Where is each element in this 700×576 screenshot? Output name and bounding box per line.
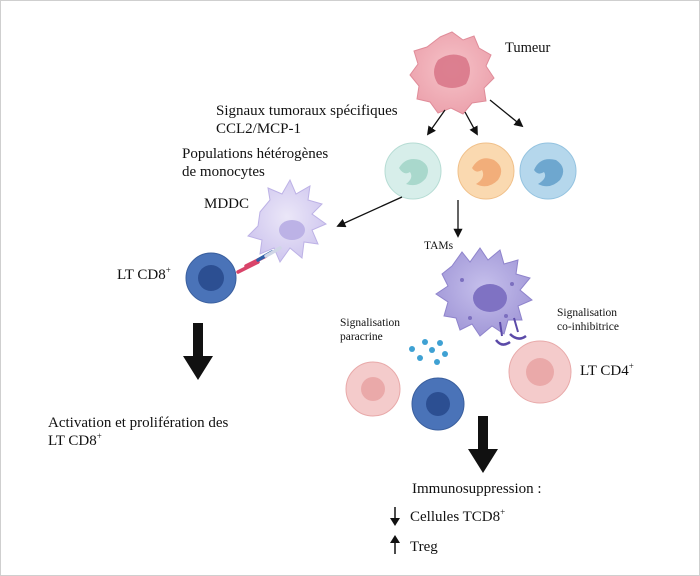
tumor-cell: [409, 31, 495, 115]
up-arrow-icon: [390, 535, 400, 554]
label-paracrine-line2: paracrine: [340, 331, 383, 343]
pink-t-cell: [345, 361, 401, 417]
label-signaux-line2: CCL2/MCP-1: [216, 121, 302, 137]
coinhibitory-receptors: [495, 317, 527, 346]
monocyte-green: [384, 142, 442, 200]
label-treg: Treg: [410, 539, 438, 555]
arrow-tumor-to-monocyte-3: [489, 99, 524, 128]
arrow-tumor-to-monocyte-1: [426, 109, 446, 136]
label-immunosuppression: Immunosuppression :: [412, 481, 542, 497]
tam-cell: [435, 247, 533, 337]
monocyte-blue: [519, 142, 577, 200]
label-populations-line1: Populations hétérogènes: [182, 146, 329, 162]
label-signaux-line1: Signaux tumoraux spécifiques: [216, 103, 398, 119]
blue-t-cell: [411, 377, 465, 431]
monocyte-orange: [457, 142, 515, 200]
arrow-tumor-to-monocyte-2: [464, 111, 478, 136]
lt-cd4-cell: [508, 340, 572, 404]
big-arrow-right: [468, 416, 498, 473]
mddc-cell: [247, 178, 328, 264]
tcr-mhc-link: [236, 246, 282, 274]
label-tams: TAMs: [424, 240, 454, 252]
big-arrow-left: [183, 323, 213, 380]
label-lt-cd8: LT CD8+: [117, 265, 171, 284]
label-activation-line1: Activation et prolifération des: [48, 415, 229, 431]
label-coinhib-line2: co-inhibitrice: [557, 321, 619, 333]
paracrine-dots: [409, 339, 448, 365]
label-tumeur: Tumeur: [505, 40, 551, 56]
label-paracrine-line1: Signalisation: [340, 317, 401, 329]
label-populations-line2: de monocytes: [182, 164, 265, 180]
lt-cd8-cell: [185, 252, 237, 304]
label-coinhib-line1: Signalisation: [557, 307, 618, 319]
label-cellules-tcd8: Cellules TCD8+: [410, 507, 506, 526]
label-activation-line2: LT CD8+: [48, 431, 102, 450]
label-lt-cd4: LT CD4+: [580, 361, 634, 380]
arrow-monocyte-to-mddc: [336, 196, 403, 228]
down-arrow-icon: [390, 507, 400, 526]
label-mddc: MDDC: [204, 196, 250, 212]
